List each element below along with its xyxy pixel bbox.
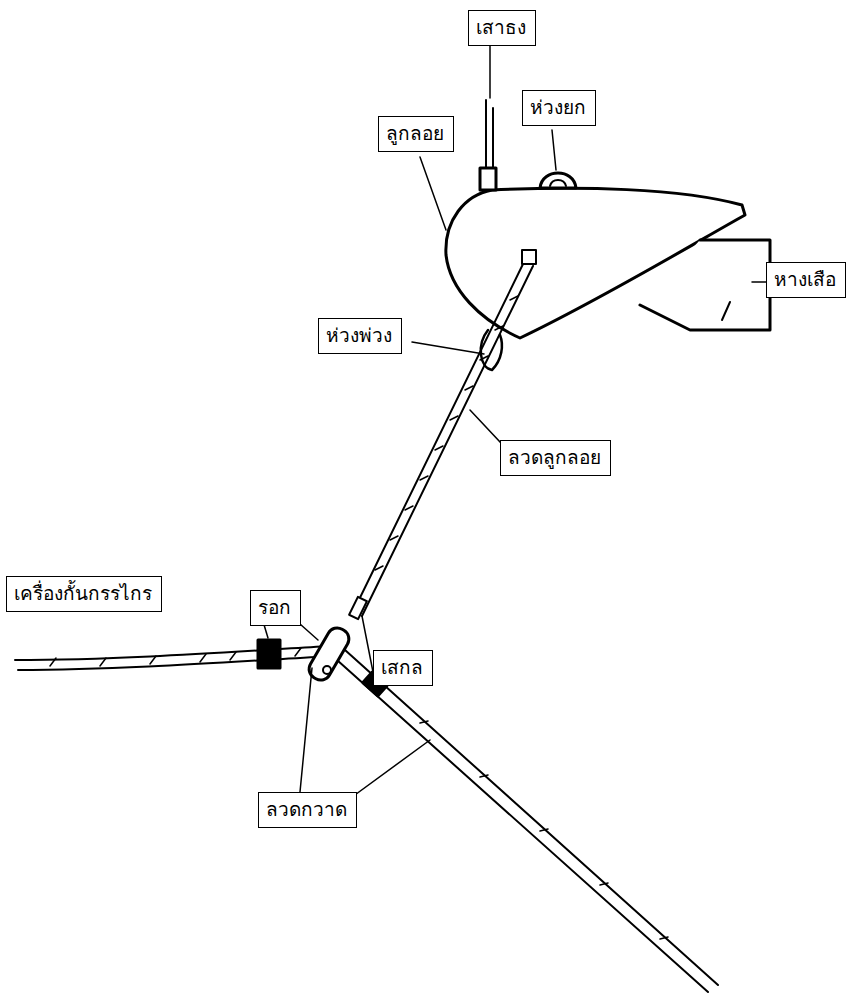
label-box: ลูกลอย [378,116,454,152]
cutter [258,640,280,668]
pulley-axle [323,666,331,674]
part-label: รอก [258,595,293,621]
sweep-wire [15,646,332,670]
label-box: รอก [250,590,301,626]
flag-pole-base [480,168,496,190]
label-box: หางเสือ [766,262,846,298]
pulley [305,624,352,683]
part-label: เครื่องกั้นกรรไกร [14,581,154,607]
part-label: หางเสือ [774,267,838,293]
part-label: ห่วงพ่วง [326,323,394,349]
label-box: ลวดลูกลอย [500,440,611,476]
part-label: ห่วงยก [530,95,588,121]
part-label: เสกล [381,655,425,681]
leader-lines [262,44,766,800]
label-box: ลวดกวาด [258,792,357,828]
part-label: ลวดลูกลอย [508,445,603,471]
lifting-ring [540,173,576,188]
label-box: เสาธง [468,10,536,46]
part-label: เสาธง [476,15,528,41]
label-box: เครื่องกั้นกรรไกร [6,576,162,612]
rudder [640,240,770,330]
label-box: ห่วงพ่วง [318,318,402,354]
rudder-mark [722,302,730,320]
sweep-wire [337,650,718,992]
lifting-ring-inner [550,180,566,186]
flag-pole [492,108,494,168]
float-wire [349,250,536,619]
part-label: ลวดกวาด [266,797,349,823]
label-box: ห่วงยก [522,90,596,126]
flag-pole [485,100,487,168]
label-box: เสกล [373,650,433,686]
part-label: ลูกลอย [386,121,446,147]
